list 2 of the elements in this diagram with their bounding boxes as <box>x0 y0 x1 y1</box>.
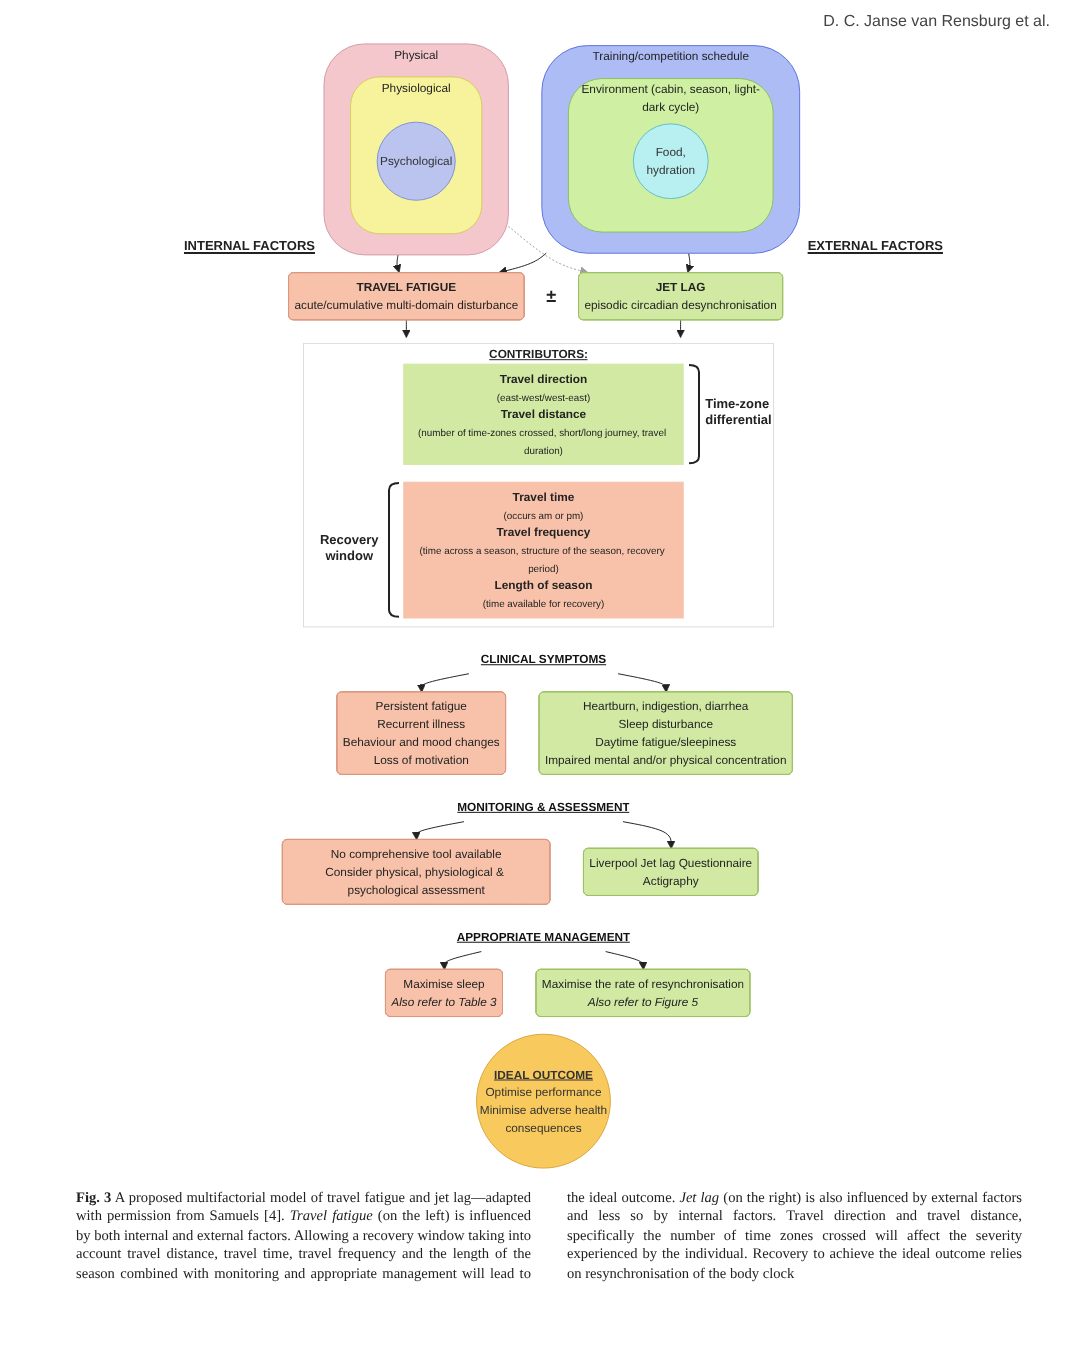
plus-minus-sign: ± <box>546 285 557 307</box>
running-header: D. C. Janse van Rensburg et al. <box>823 12 1050 30</box>
